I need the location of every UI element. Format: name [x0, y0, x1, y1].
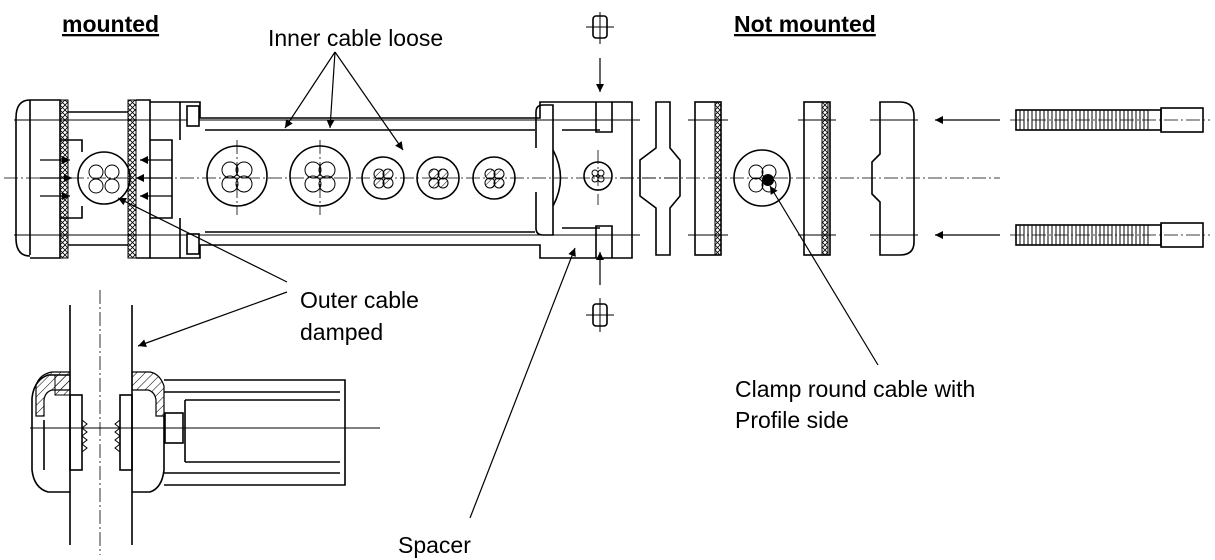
callout-inner-cable-loose: Inner cable loose	[268, 25, 443, 151]
label-spacer: Spacer	[398, 532, 471, 558]
cable-small-1	[361, 156, 405, 200]
cable-round-not-mounted	[733, 149, 791, 207]
label-clamp-line2: Profile side	[735, 407, 849, 433]
label-clamp-line1: Clamp round cable with	[735, 376, 975, 402]
nut-top	[586, 12, 614, 92]
label-inner-cable-loose: Inner cable loose	[268, 25, 443, 51]
bolt-bottom	[1010, 222, 1210, 248]
label-outer-cable-line2: damped	[300, 319, 383, 345]
bolt-top	[1010, 107, 1210, 133]
mounted-frame-assembly	[4, 99, 680, 259]
callout-outer-cable-damped: Outer cable damped	[117, 197, 419, 348]
cable-small-3	[472, 156, 516, 200]
cable-outer-left	[77, 151, 131, 205]
callout-spacer: Spacer	[398, 247, 576, 558]
nut-bottom	[586, 252, 614, 332]
exploded-parts	[620, 101, 1210, 256]
callout-clamp-round-cable: Clamp round cable with Profile side	[735, 185, 975, 433]
not-mounted-heading: Not mounted	[734, 11, 876, 37]
cable-small-2	[416, 156, 460, 200]
detail-section-view	[30, 290, 380, 555]
mounted-heading: mounted	[62, 11, 159, 37]
label-outer-cable-line1: Outer cable	[300, 287, 419, 313]
